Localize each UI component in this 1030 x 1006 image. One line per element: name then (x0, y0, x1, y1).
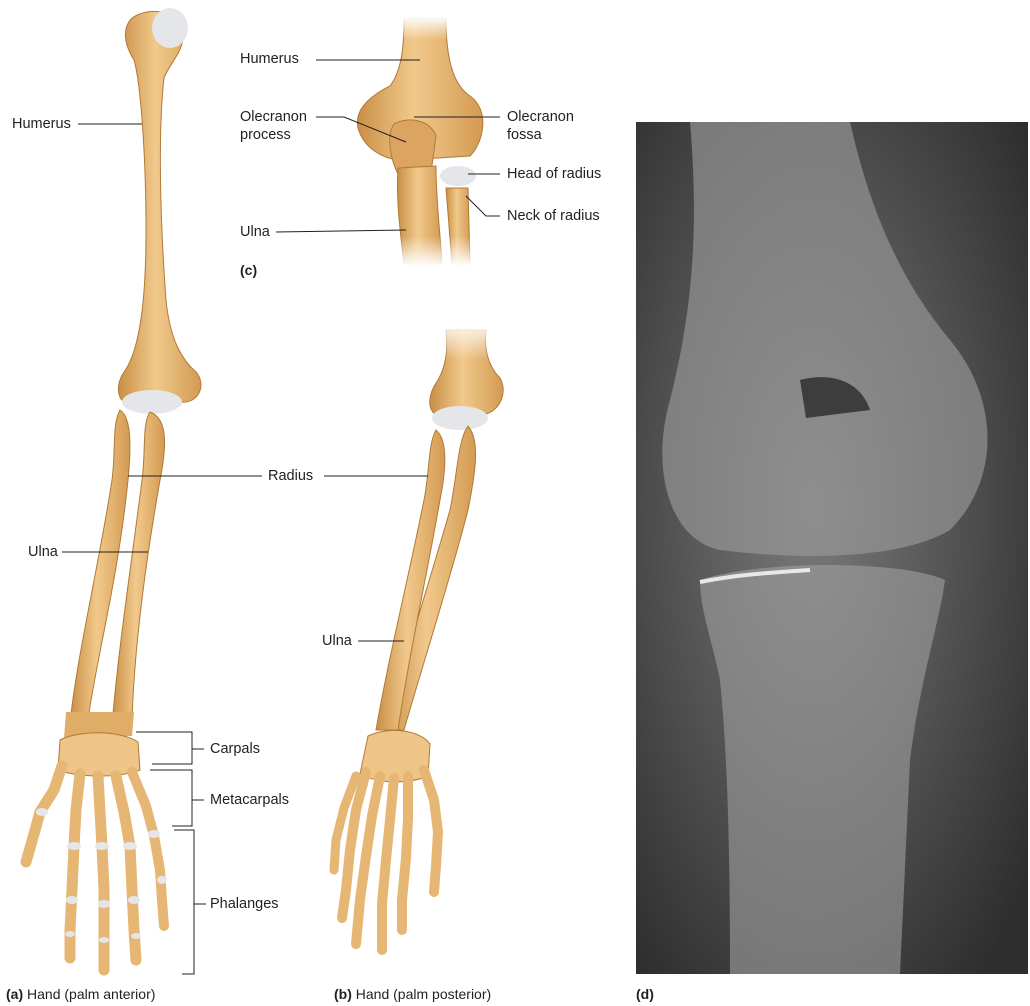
panel-a-letter: (a) (6, 986, 23, 1002)
label-ulna-a: Ulna (28, 544, 58, 561)
label-olecranon-fossa-line1: Olecranon (507, 109, 574, 126)
bracket-metacarpals (150, 770, 192, 826)
panel-c-letter: (c) (240, 262, 257, 278)
forearm-fade-c (400, 236, 476, 266)
label-ulna-b: Ulna (322, 633, 352, 650)
panel-d-caption: (d) (636, 986, 654, 1003)
label-radius: Radius (268, 468, 313, 485)
label-head-of-radius: Head of radius (507, 166, 601, 183)
finger-4-b (402, 776, 408, 930)
panel-b-letter: (b) (334, 986, 352, 1002)
leader-ulna-c (276, 230, 406, 232)
arm-posterior-illustration (334, 320, 503, 950)
label-olecranon-fossa-line2: fossa (507, 127, 542, 144)
label-phalanges: Phalanges (210, 896, 279, 913)
finger-index-a (70, 774, 80, 958)
xray-illustration (636, 122, 1028, 974)
leader-neck-of-radius (466, 196, 500, 216)
label-neck-of-radius: Neck of radius (507, 208, 600, 225)
radial-head-cartilage-c (440, 166, 476, 186)
finger-ring-a (116, 776, 136, 960)
finger-3-b (382, 778, 394, 950)
label-metacarpals: Metacarpals (210, 792, 289, 809)
label-carpals: Carpals (210, 741, 260, 758)
panel-a-caption: (a) Hand (palm anterior) (6, 986, 155, 1003)
panel-d-letter: (d) (636, 986, 654, 1002)
elbow-detail-illustration (357, 16, 482, 266)
humerus-fade-b (440, 320, 492, 360)
panel-a-caption-text: Hand (palm anterior) (27, 986, 155, 1002)
label-olecranon-process-line2: process (240, 127, 291, 144)
label-humerus-c: Humerus (240, 51, 299, 68)
humerus-fade-c (400, 16, 452, 40)
bracket-phalanges (174, 830, 194, 974)
panel-b-caption: (b) Hand (palm posterior) (334, 986, 491, 1003)
humeral-head-cartilage (152, 8, 188, 48)
panel-b-caption-text: Hand (palm posterior) (356, 986, 491, 1002)
bracket-carpals (136, 732, 192, 764)
panel-c-caption: (c) (240, 262, 257, 279)
label-olecranon-process-line1: Olecranon (240, 109, 307, 126)
elbow-cartilage-a (122, 390, 182, 414)
thumb-b (424, 770, 438, 892)
label-humerus-a: Humerus (12, 116, 71, 133)
label-ulna-c: Ulna (240, 224, 270, 241)
humerus-bone-a (118, 11, 201, 404)
elbow-cartilage-b (432, 406, 488, 430)
